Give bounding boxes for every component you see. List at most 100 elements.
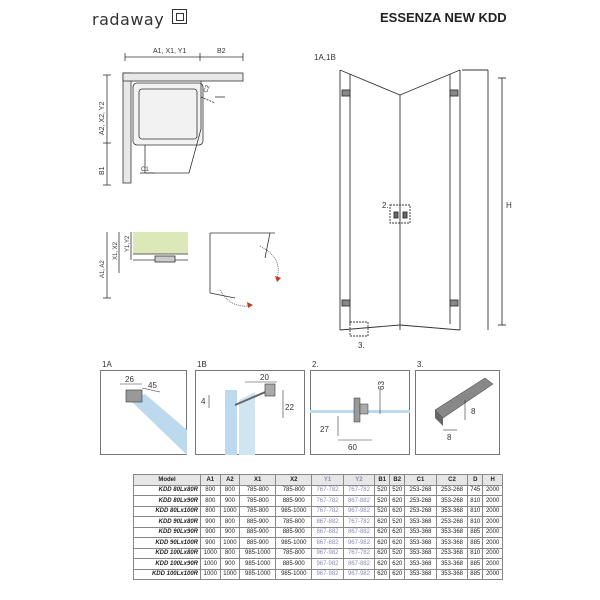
table-cell: 985-1000 (239, 558, 277, 570)
col-h: H (482, 474, 503, 486)
dim-height: H (506, 201, 512, 210)
table-cell: 620 (374, 537, 391, 549)
table-cell: 800 (219, 547, 241, 559)
table-cell: 800 (219, 484, 241, 496)
col-y2: Y2 (342, 474, 376, 486)
table-cell: 900 (200, 516, 221, 528)
front-label-1: 1A,1B (314, 53, 336, 62)
table-cell: 353-368 (404, 568, 437, 580)
table-cell: 810 (467, 547, 484, 559)
table-cell: 885-900 (239, 526, 277, 538)
col-c1: C1 (404, 474, 437, 486)
table-cell: 767-782 (311, 505, 344, 517)
table-cell: 253-268 (404, 505, 437, 517)
table-cell: 785-800 (275, 547, 313, 559)
table-cell: 967-982 (342, 568, 376, 580)
table-cell: 885 (467, 558, 484, 570)
table-cell: 2000 (482, 537, 503, 549)
table-cell: 520 (389, 484, 406, 496)
table-cell: 620 (374, 558, 391, 570)
table-cell: 2000 (482, 568, 503, 580)
table-cell: 867-882 (311, 526, 344, 538)
table-cell: 767-782 (342, 547, 376, 559)
table-cell: 967-982 (311, 547, 344, 559)
table-cell: 967-982 (342, 537, 376, 549)
table-cell: 620 (389, 505, 406, 517)
table-cell: 1000 (219, 505, 241, 517)
table-cell: 620 (389, 558, 406, 570)
table-cell: 867-882 (342, 495, 376, 507)
table-cell: KDD 80Lx90R (133, 495, 201, 507)
col-y1: Y1 (311, 474, 344, 486)
detail-3-label: 3. (417, 360, 424, 369)
col-x2: X2 (275, 474, 313, 486)
table-cell: 353-368 (404, 537, 437, 549)
table-cell: KDD 90Lx100R (133, 537, 201, 549)
page-title: ESSENZA NEW KDD (380, 10, 507, 25)
table-cell: KDD 100Lx90R (133, 558, 201, 570)
table-cell: 353-368 (435, 537, 469, 549)
table-cell: 810 (467, 516, 484, 528)
table-cell: 785-800 (275, 484, 313, 496)
detail-1b-label: 1B (197, 360, 207, 369)
table-cell: 620 (374, 568, 391, 580)
table-cell: 1000 (200, 568, 221, 580)
table-cell: 785-800 (239, 495, 277, 507)
table-cell: 900 (219, 495, 241, 507)
table-cell: 620 (389, 495, 406, 507)
table-cell: 885 (467, 568, 484, 580)
table-cell: 967-982 (311, 568, 344, 580)
col-model: Model (133, 474, 201, 486)
detail-2-dim-1: 63 (377, 381, 386, 390)
table-cell: 520 (374, 505, 391, 517)
table-cell: KDD 80Lx80R (133, 484, 201, 496)
table-cell: 353-368 (404, 558, 437, 570)
wall-detail-diagram: A1, A2 X1, X2 Y1,Y2 (100, 232, 188, 299)
table-cell: 253-268 (404, 484, 437, 496)
table-cell: 985-1000 (239, 547, 277, 559)
table-cell: 520 (389, 516, 406, 528)
col-b2: B2 (389, 474, 406, 486)
table-cell: 885-900 (275, 526, 313, 538)
table-cell: KDD 100Lx80R (133, 547, 201, 559)
table-cell: 985-1000 (275, 568, 313, 580)
col-d: D (467, 474, 484, 486)
table-cell: 620 (374, 547, 391, 559)
table-cell: KDD 100Lx100R (133, 568, 201, 580)
table-cell: KDD 90Lx90R (133, 526, 201, 538)
table-cell: 2000 (482, 516, 503, 528)
table-cell: 620 (389, 526, 406, 538)
table-cell: 353-368 (435, 558, 469, 570)
table-cell: 620 (374, 526, 391, 538)
detail-2-label: 2. (312, 360, 319, 369)
table-cell: 2000 (482, 505, 503, 517)
table-cell: 900 (200, 537, 221, 549)
detail-1b-dim-2: 4 (201, 397, 206, 406)
table-cell: 353-368 (435, 526, 469, 538)
detail-1a-dim-2: 45 (148, 381, 157, 390)
table-cell: 900 (219, 558, 241, 570)
dim-side-detail: A1, A2 (100, 260, 106, 278)
detail-3-dim-2: 8 (447, 433, 452, 442)
spec-table-header-row: Model A1 A2 X1 X2 Y1 Y2 B1 B2 C1 C2 D H (133, 474, 503, 486)
table-cell: 767-782 (311, 495, 344, 507)
table-cell: 353-368 (435, 568, 469, 580)
table-cell: 353-368 (404, 547, 437, 559)
table-cell: 867-882 (311, 537, 344, 549)
table-cell: 353-368 (404, 516, 437, 528)
table-cell: 2000 (482, 558, 503, 570)
table-cell: 785-800 (275, 516, 313, 528)
detail-1b-dim-1: 20 (260, 373, 269, 382)
table-cell: 885-900 (275, 558, 313, 570)
table-cell: 620 (374, 516, 391, 528)
table-cell: KDD 80Lx100R (133, 505, 201, 517)
detail-2-dim-2: 27 (320, 425, 329, 434)
table-cell: 620 (389, 568, 406, 580)
table-cell: 253-268 (435, 516, 469, 528)
table-cell: 2000 (482, 495, 503, 507)
dim-top-b: B2 (217, 48, 226, 55)
